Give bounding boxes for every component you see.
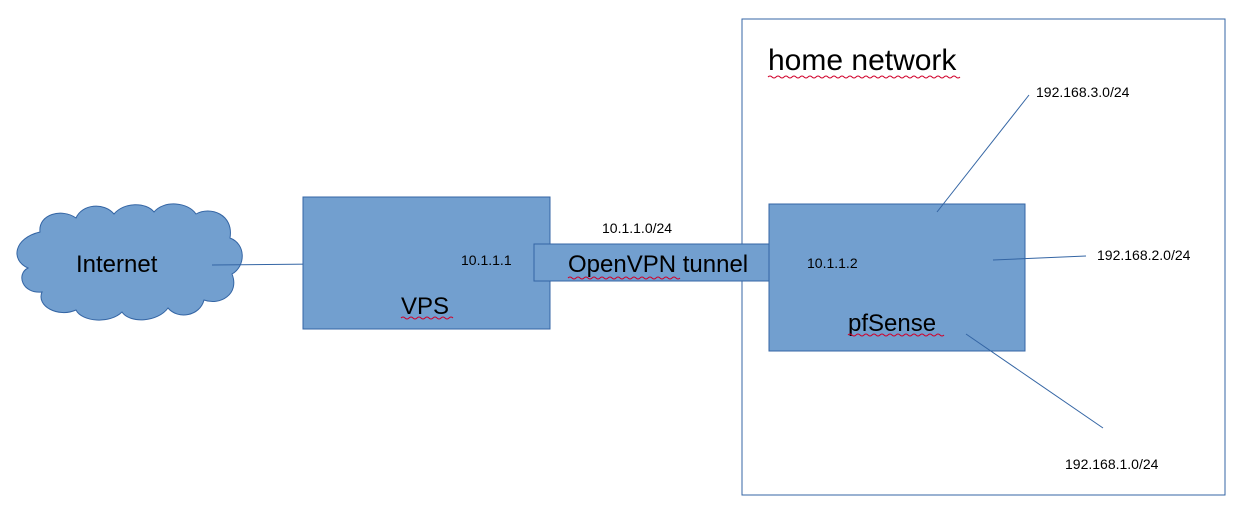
spellcheck-underline <box>400 316 454 320</box>
internet-vps-link <box>211 263 321 266</box>
tunnel-subnet-label: 10.1.1.0/24 <box>602 220 672 236</box>
home-network-label: home network <box>768 44 957 77</box>
lan2-link <box>992 255 1087 261</box>
internet-cloud <box>16 203 243 321</box>
spellcheck-underline <box>567 276 681 280</box>
spellcheck-underline <box>767 75 961 79</box>
lan3-subnet-label: 192.168.3.0/24 <box>1036 84 1130 100</box>
lan1-link <box>965 333 1104 429</box>
internet-label: Internet <box>76 251 158 278</box>
openvpn-tunnel-label: OpenVPN tunnel <box>568 251 748 278</box>
vps-box <box>302 196 551 330</box>
lan1-subnet-label: 192.168.1.0/24 <box>1065 456 1159 472</box>
pfsense-ip-label: 10.1.1.2 <box>807 255 858 271</box>
lan2-subnet-label: 192.168.2.0/24 <box>1097 247 1191 263</box>
openvpn-tunnel <box>533 243 799 282</box>
vps-label: VPS <box>401 293 449 320</box>
spellcheck-underline <box>847 333 945 337</box>
pfsense-label: pfSense <box>848 310 936 337</box>
vps-ip-label: 10.1.1.1 <box>461 252 512 268</box>
lan3-link <box>936 94 1030 213</box>
pfsense-box <box>768 203 1026 352</box>
